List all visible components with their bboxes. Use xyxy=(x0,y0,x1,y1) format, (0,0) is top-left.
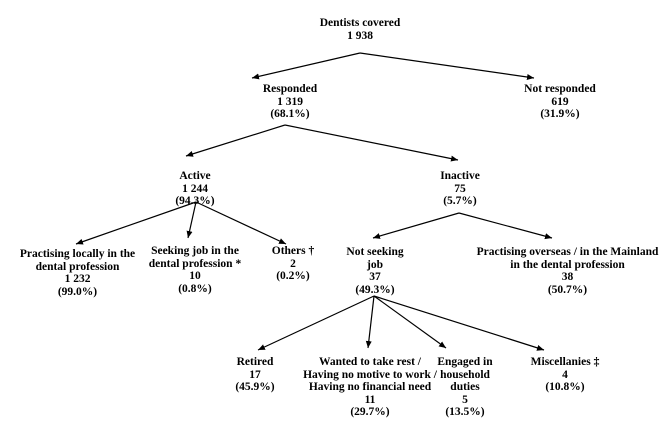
node-value: 2 xyxy=(290,257,296,270)
node-percent: (50.7%) xyxy=(547,283,588,296)
node-label: Active xyxy=(179,170,211,182)
node-value: 1 938 xyxy=(347,29,373,42)
node-practising-locally: Practising locally in the dental profess… xyxy=(5,248,150,298)
edge-root-not-responded xyxy=(359,52,535,80)
edge-not-seeking-wanted-rest xyxy=(365,295,375,349)
node-value: 17 xyxy=(249,368,261,381)
node-line-1: Practising overseas / in the Mainland xyxy=(476,246,659,258)
edge-responded-active xyxy=(185,124,286,157)
node-line-1: Seeking job in the xyxy=(151,245,239,257)
node-miscellanies: Miscellanies ‡ 4 (10.8%) xyxy=(515,356,615,394)
node-others: Others † 2 (0.2%) xyxy=(258,245,328,283)
node-percent: (68.1%) xyxy=(270,108,310,120)
node-label: Miscellanies ‡ xyxy=(530,356,600,368)
node-percent: (31.9%) xyxy=(540,108,580,120)
node-value: 1 319 xyxy=(277,95,303,108)
node-not-responded: Not responded 619 (31.9%) xyxy=(505,83,615,121)
node-percent: (29.7%) xyxy=(350,406,390,418)
node-seeking-job: Seeking job in the dental profession * 1… xyxy=(135,245,255,295)
node-value: 11 xyxy=(364,393,376,406)
node-value: 1 244 xyxy=(182,182,208,195)
node-label: Not responded xyxy=(524,83,596,95)
node-line-1: Engaged in xyxy=(437,356,493,368)
node-percent: (10.8%) xyxy=(545,381,585,393)
node-inactive: Inactive 75 (5.7%) xyxy=(420,170,500,208)
node-percent: (99.0%) xyxy=(57,285,98,298)
edge-not-seeking-household xyxy=(373,295,447,349)
node-line-2: dental profession * xyxy=(148,257,242,270)
node-value: 619 xyxy=(551,95,569,108)
node-value: 5 xyxy=(462,393,468,406)
edge-active-seeking-job xyxy=(186,201,197,239)
node-retired: Retired 17 (45.9%) xyxy=(220,356,290,394)
node-line-1: Practising locally in the xyxy=(19,248,136,260)
node-line-1: Wanted to take rest / xyxy=(318,356,421,368)
node-percent: (5.7%) xyxy=(443,195,477,207)
edge-responded-inactive xyxy=(284,124,459,162)
node-line-2: in the dental profession xyxy=(510,258,625,271)
node-percent: (13.5%) xyxy=(445,406,485,418)
node-wanted-rest: Wanted to take rest / Having no motive t… xyxy=(295,356,445,419)
node-label: Retired xyxy=(236,356,274,368)
node-line-2: job xyxy=(367,258,383,271)
node-household: Engaged in household duties 5 (13.5%) xyxy=(425,356,505,419)
node-percent: (45.9%) xyxy=(235,381,275,393)
edge-active-others xyxy=(195,201,287,245)
edge-inactive-not-seeking xyxy=(372,212,460,239)
node-label: Inactive xyxy=(440,170,480,182)
node-percent: (49.3%) xyxy=(355,283,395,296)
node-value: 10 xyxy=(189,270,201,282)
node-label: Others † xyxy=(271,245,315,257)
edge-root-responded xyxy=(251,52,361,80)
node-practising-overseas: Practising overseas / in the Mainland in… xyxy=(470,246,665,296)
node-value: 75 xyxy=(454,182,466,195)
edge-active-practising-locally xyxy=(75,201,197,245)
node-line-2: Having no motive to work / xyxy=(303,368,437,381)
node-line-3: duties xyxy=(450,381,480,393)
node-line-1: Not seeking xyxy=(346,246,404,258)
node-value: 38 xyxy=(561,271,574,283)
node-responded: Responded 1 319 (68.1%) xyxy=(240,83,340,121)
node-label: Dentists covered xyxy=(319,17,401,29)
node-value: 1 232 xyxy=(64,273,91,285)
node-label: Responded xyxy=(262,83,318,95)
node-value: 37 xyxy=(369,271,381,283)
node-percent: (0.2%) xyxy=(276,270,310,282)
node-line-3: Having no financial need xyxy=(308,381,432,393)
node-value: 4 xyxy=(562,368,568,381)
edge-inactive-practising-overseas xyxy=(458,212,553,240)
edge-not-seeking-miscellanies xyxy=(373,295,545,351)
node-line-2: dental profession xyxy=(35,260,120,273)
node-line-2: household xyxy=(440,368,490,381)
edge-not-seeking-retired xyxy=(257,295,375,351)
node-percent: (0.8%) xyxy=(178,282,212,295)
node-active: Active 1 244 (94.3%) xyxy=(155,170,235,208)
node-not-seeking-job: Not seeking job 37 (49.3%) xyxy=(340,246,410,296)
node-percent: (94.3%) xyxy=(175,195,215,207)
node-dentists-covered: Dentists covered 1 938 xyxy=(300,17,420,42)
